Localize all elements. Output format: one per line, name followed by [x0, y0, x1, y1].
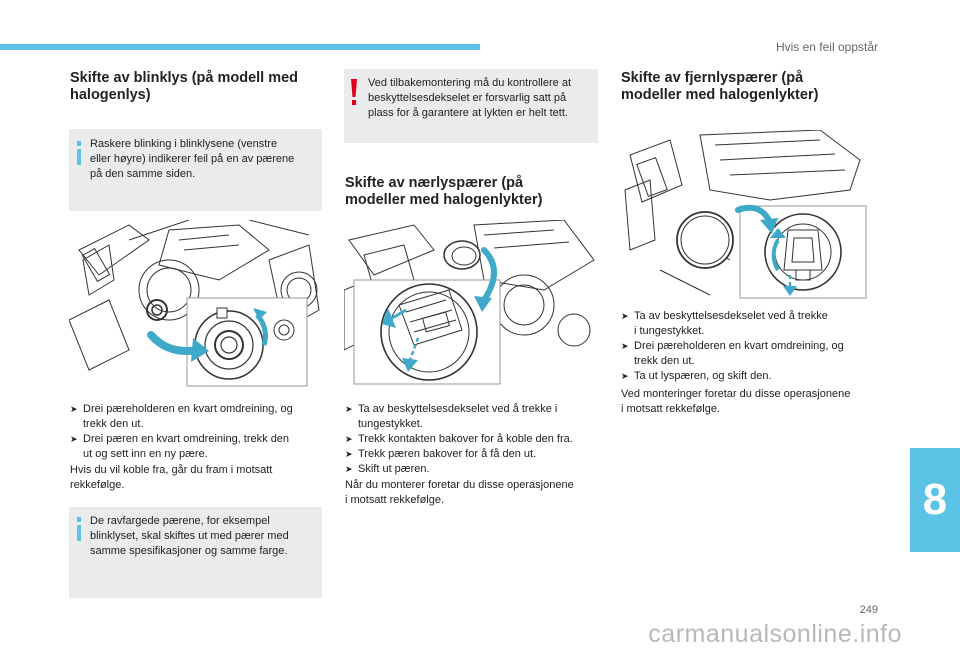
section-title: Hvis en feil oppstår — [775, 40, 878, 54]
col2-note: Når du monterer foretar du disse operasj… — [345, 479, 574, 506]
info-bar-icon — [77, 141, 81, 165]
col3-title-line2: modeller med halogenlykter) — [621, 87, 819, 103]
low-beam-bulb-illustration — [344, 220, 595, 385]
col1-title: Skifte av blinklys (på modell med haloge… — [70, 70, 298, 104]
step-item: ➤Ta av beskyttelsesdekselet ved å trekke… — [345, 403, 558, 430]
warning-line: beskyttelsesdekselet er forsvarlig satt … — [368, 92, 567, 104]
step-item: ➤Trekk pæren bakover for å få den ut. — [345, 448, 537, 460]
arrow-right-icon: ➤ — [621, 311, 629, 321]
info-bar-icon — [77, 517, 81, 541]
col3-note: Ved monteringer foretar du disse operasj… — [621, 388, 851, 415]
col3-title-line1: Skifte av fjernlyspærer (på — [621, 70, 804, 86]
step-item: ➤Drei pæren en kvart omdreining, trekk d… — [70, 433, 290, 460]
col1-note: Hvis du vil koble fra, går du fram i mot… — [70, 464, 273, 491]
info-box-amber-bulbs: De ravfargede pærene, for eksempel blink… — [69, 507, 322, 598]
col1-title-line1: Skifte av blinklys (på modell med — [70, 70, 299, 86]
arrow-right-icon: ➤ — [345, 464, 353, 474]
page-number: 249 — [859, 604, 878, 616]
info-line: på den samme siden. — [90, 168, 196, 180]
step-item: ➤Drei pæreholderen en kvart omdreining, … — [70, 403, 293, 430]
col2-step-list: ➤Ta av beskyttelsesdekselet ved å trekke… — [345, 402, 600, 477]
col3-title: Skifte av fjernlyspærer (på modeller med… — [621, 70, 818, 104]
step-item: ➤Skift ut pæren. — [345, 463, 430, 475]
warning-line: Ved tilbakemontering må du kontrollere a… — [368, 77, 572, 89]
exclamation-icon — [351, 79, 357, 105]
col2-title-line1: Skifte av nærlyspærer (på — [345, 175, 524, 191]
header-accent-bar — [0, 44, 480, 50]
step-item: ➤Ta ut lyspæren, og skift den. — [621, 370, 772, 382]
col2-title-line2: modeller med halogenlykter) — [345, 192, 543, 208]
step-item: ➤Ta av beskyttelsesdekselet ved å trekke… — [621, 310, 828, 337]
warning-line: plass for å garantere at lykten er helt … — [368, 107, 568, 119]
col2-title: Skifte av nærlyspærer (på modeller med h… — [345, 175, 542, 209]
info-line: eller høyre) indikerer feil på en av pær… — [90, 153, 295, 165]
chapter-tab: 8 — [910, 448, 960, 552]
arrow-right-icon: ➤ — [621, 371, 629, 381]
info-line: blinklyset, skal skiftes ut med pærer me… — [90, 530, 289, 542]
arrow-right-icon: ➤ — [345, 434, 353, 444]
info-line: samme spesifikasjoner og samme farge. — [90, 545, 288, 557]
arrow-right-icon: ➤ — [70, 404, 78, 414]
warning-box: Ved tilbakemontering må du kontrollere a… — [344, 69, 598, 143]
info-line: Raskere blinking i blinklysene (venstre — [90, 138, 278, 150]
arrow-right-icon: ➤ — [345, 449, 353, 459]
high-beam-bulb-illustration — [624, 130, 867, 299]
watermark: carmanualsonline.info — [648, 620, 902, 648]
info-line: De ravfargede pærene, for eksempel — [90, 515, 270, 527]
col1-step-list: ➤Drei pæreholderen en kvart omdreining, … — [70, 402, 325, 462]
arrow-right-icon: ➤ — [345, 404, 353, 414]
step-item: ➤Drei pæreholderen en kvart omdreining, … — [621, 340, 844, 367]
col1-title-line2: halogenlys) — [70, 87, 151, 103]
arrow-right-icon: ➤ — [621, 341, 629, 351]
blinker-bulb-illustration — [69, 220, 320, 387]
info-box-blinking: Raskere blinking i blinklysene (venstre … — [69, 129, 322, 211]
arrow-right-icon: ➤ — [70, 434, 78, 444]
col3-step-list: ➤Ta av beskyttelsesdekselet ved å trekke… — [621, 309, 881, 384]
step-item: ➤Trekk kontakten bakover for å koble den… — [345, 433, 573, 445]
